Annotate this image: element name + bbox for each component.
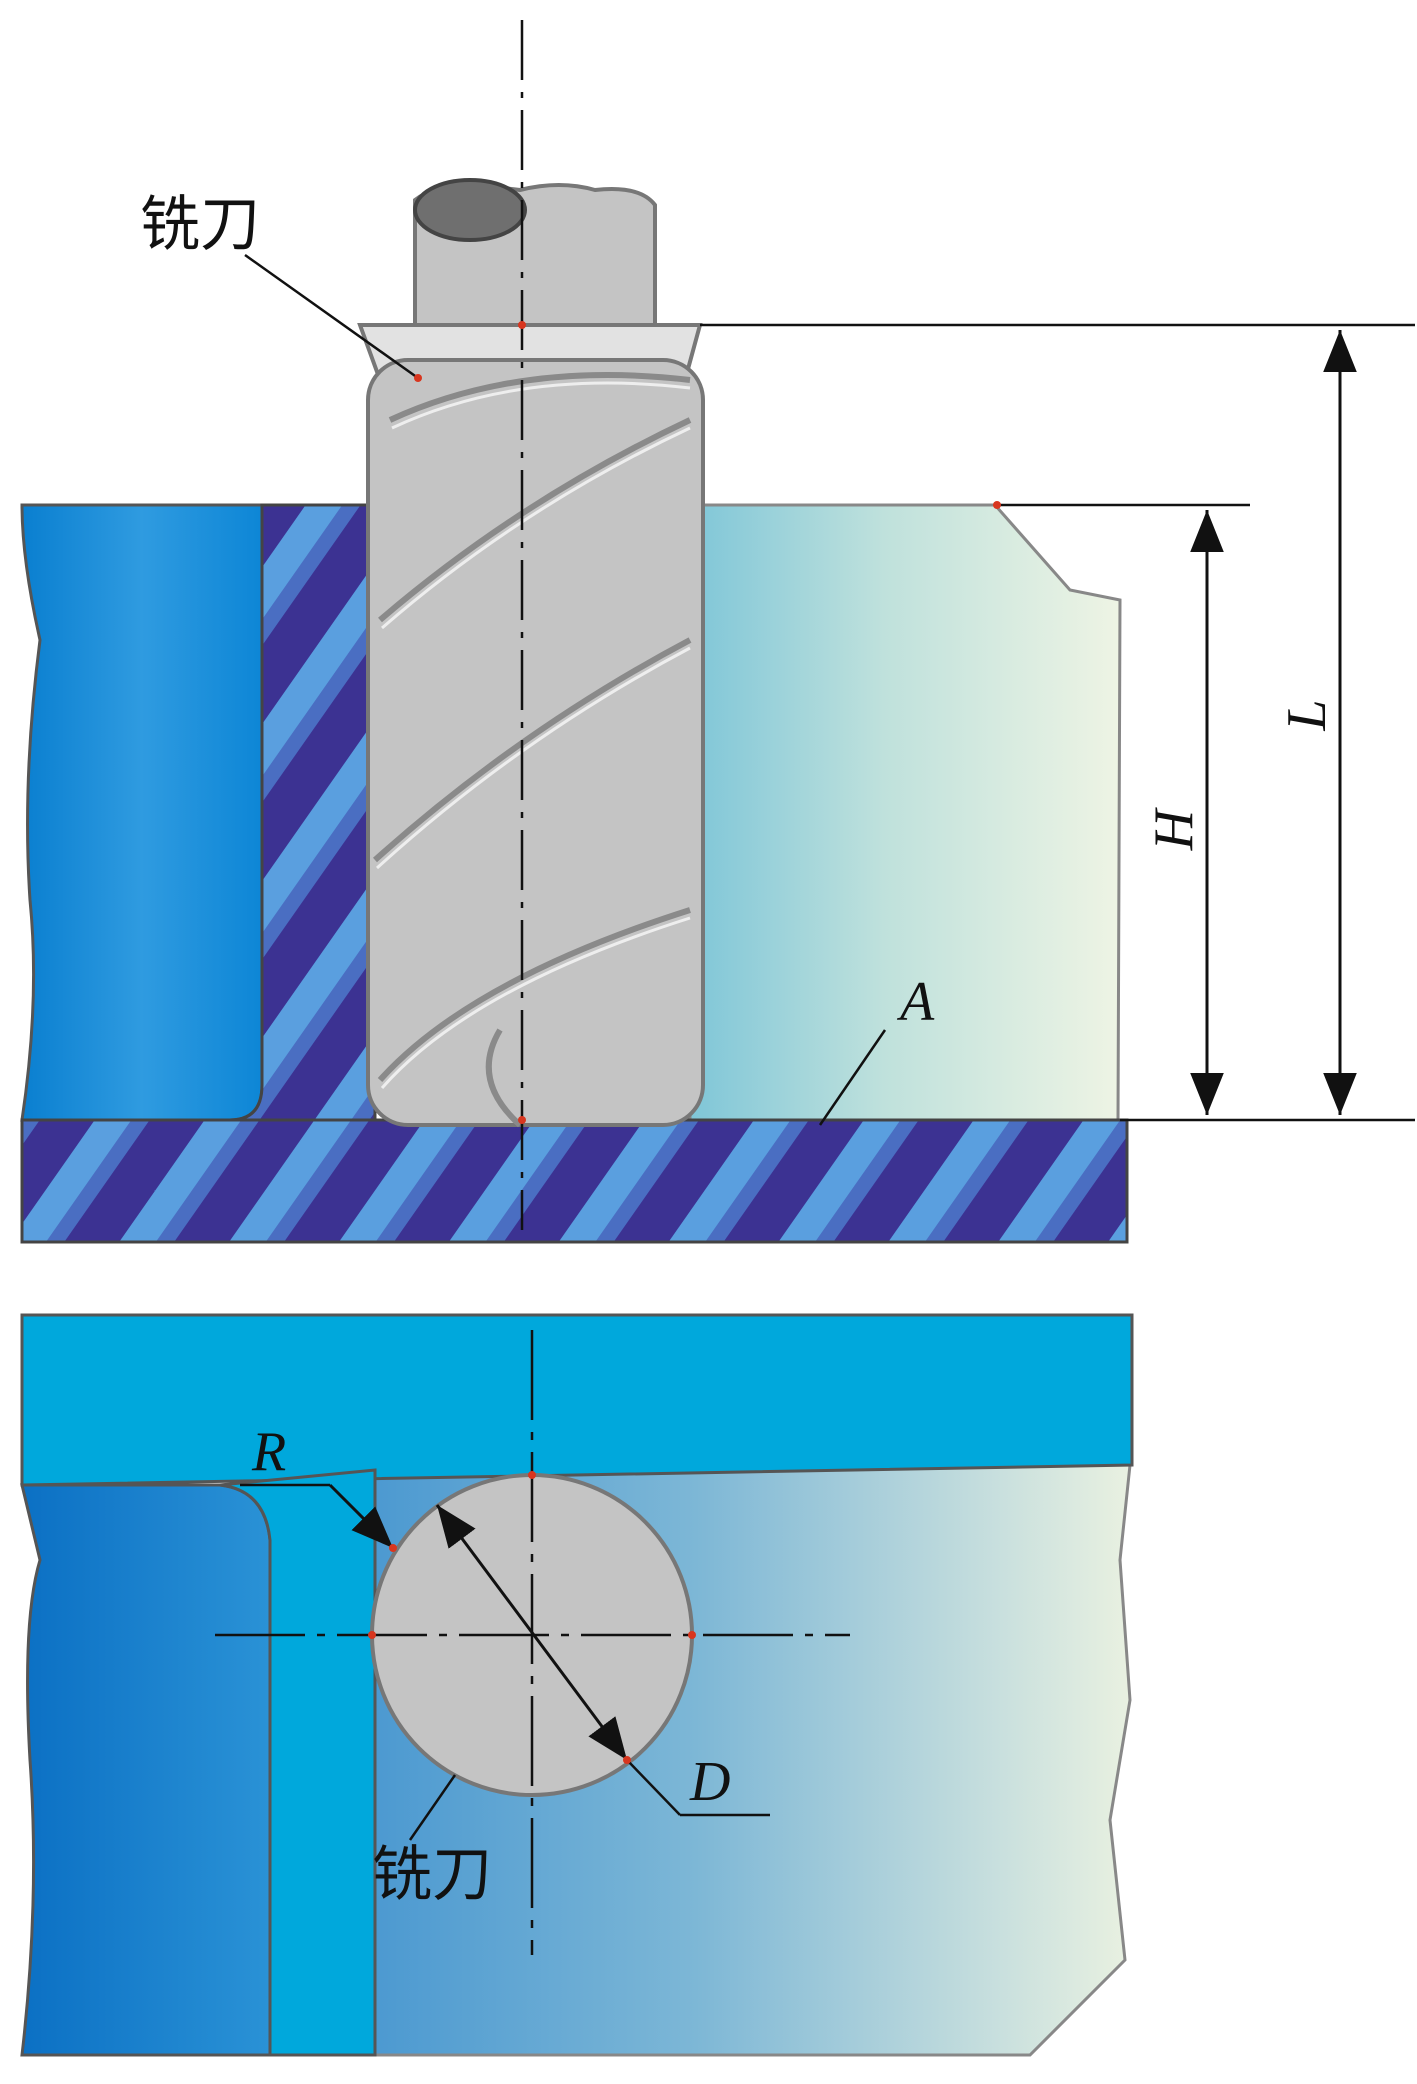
plan-view: D R 铣刀 xyxy=(20,1313,1134,2057)
plan-inner-wall xyxy=(219,1468,377,2057)
label-D: D xyxy=(689,1751,730,1813)
helical-flutes xyxy=(372,372,692,1128)
label-cutter-bottom: 铣刀 xyxy=(372,1840,492,1910)
plan-red-accents xyxy=(368,1471,696,1764)
dim-line-D xyxy=(435,1504,629,1761)
dim-label-H: H xyxy=(1143,807,1205,851)
label-cutter-top: 铣刀 xyxy=(140,190,260,260)
red-accents xyxy=(414,321,1001,1124)
section-view: L H 铣刀 A xyxy=(20,20,1415,1244)
dim-label-L: L xyxy=(1276,699,1338,731)
label-A: A xyxy=(896,971,935,1033)
leader-cutter-bottom xyxy=(408,1774,457,1841)
leader-R xyxy=(328,1483,395,1550)
base-floor xyxy=(20,1118,1129,1244)
plan-left-wall xyxy=(20,1483,272,2057)
flute-highlights xyxy=(375,381,691,1089)
plan-top-wall xyxy=(20,1313,1134,1487)
label-R: R xyxy=(251,1421,286,1483)
leader-D xyxy=(626,1759,681,1816)
leader-cutter-top xyxy=(244,253,419,380)
left-wall xyxy=(20,503,264,1122)
shank-end-icon xyxy=(413,178,527,242)
leader-A xyxy=(818,1029,887,1126)
